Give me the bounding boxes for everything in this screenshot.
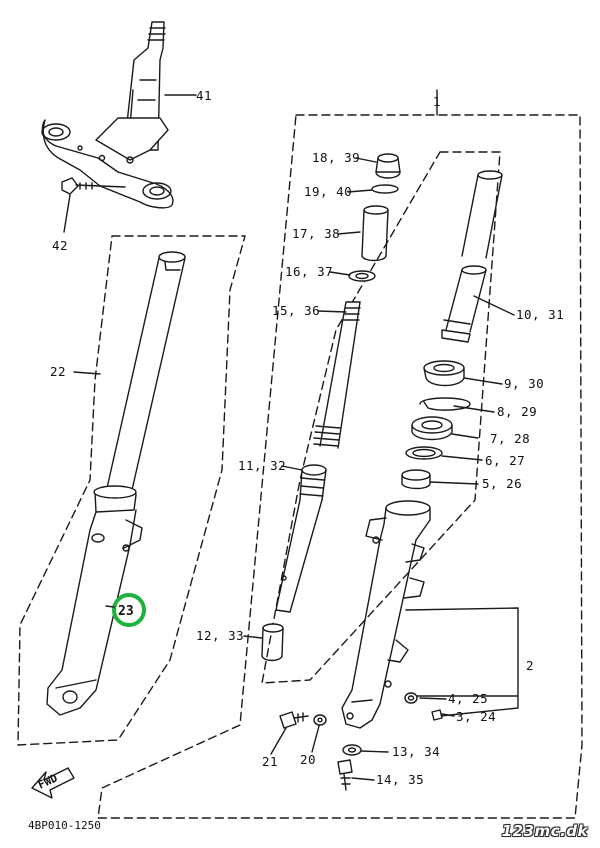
label-12: 12, 33 [196,628,244,643]
highlight-23 [112,593,146,627]
cap-bolt [375,153,401,179]
leader-5 [429,481,479,485]
diagram-code: 4BP010-1250 [28,819,101,832]
spacer-tube [361,205,389,262]
label-13: 13, 34 [392,744,440,759]
label-4: 4, 25 [448,691,488,706]
label-15: 15, 36 [272,303,320,318]
outer-tube [46,485,143,716]
inner-tube-right [441,170,503,343]
circlip [419,397,471,411]
label-3: 3, 24 [456,709,496,724]
label-14: 14, 35 [376,772,424,787]
label-1: 1 [433,94,441,109]
outline-1-dashed-cover [96,113,584,820]
axle-bolt [337,759,353,791]
label-20: 20 [300,752,316,767]
drain-washer [404,692,418,704]
leader-20 [311,725,320,753]
label-41: 41 [196,88,212,103]
slide-metal [405,446,443,460]
label-8: 8, 29 [497,404,537,419]
washer-7 [411,416,453,441]
fwd-arrow [31,767,75,799]
watermark: 123mc.dk [501,822,588,840]
leader-16 [329,271,351,276]
label-19: 19, 40 [304,184,352,199]
leader-12 [243,635,263,639]
leader-4 [419,697,447,700]
label-5: 5, 26 [482,476,522,491]
slide-bushing [401,469,431,490]
label-7: 7, 28 [490,431,530,446]
label-2: 2 [526,658,534,673]
spring-seat [348,270,376,282]
leader-42 [63,194,71,233]
label-23: 23 [118,604,134,619]
leader-11 [281,465,303,471]
leader-2 [405,607,519,717]
leader-9 [463,377,503,385]
leader-6 [441,455,483,461]
leader-21 [270,727,287,755]
leader-17 [337,231,361,235]
label-9: 9, 30 [504,376,544,391]
leader-10 [473,295,515,316]
under-bracket [41,117,174,209]
gasket [342,744,362,756]
leader-22 [73,371,101,375]
inner-tube [106,251,186,491]
leader-23 [105,605,115,608]
damper-bolt [279,711,309,729]
o-ring [371,184,399,194]
outline-22 [17,235,246,746]
copper-washer [313,714,327,726]
leader-19 [347,189,373,193]
label-11: 11, 32 [238,458,286,473]
oil-seal [423,360,465,387]
leader-8 [453,405,495,413]
leader-7 [451,433,479,439]
leader-15 [317,310,347,313]
label-18: 18, 39 [312,150,360,165]
leader-14 [351,777,375,781]
pinch-bolt [61,177,126,195]
leader-13 [360,750,389,753]
oil-lock-piece [261,623,284,662]
fork-spring [313,301,361,450]
drain-bolt [431,709,455,721]
damper-rod [275,464,327,613]
leader-18 [355,157,377,163]
label-10: 10, 31 [516,307,564,322]
outer-tube-right [341,500,431,729]
label-17: 17, 38 [292,226,340,241]
label-22: 22 [50,364,66,379]
label-42: 42 [52,238,68,253]
label-16: 16, 37 [285,264,333,279]
label-6: 6, 27 [485,453,525,468]
label-21: 21 [262,754,278,769]
